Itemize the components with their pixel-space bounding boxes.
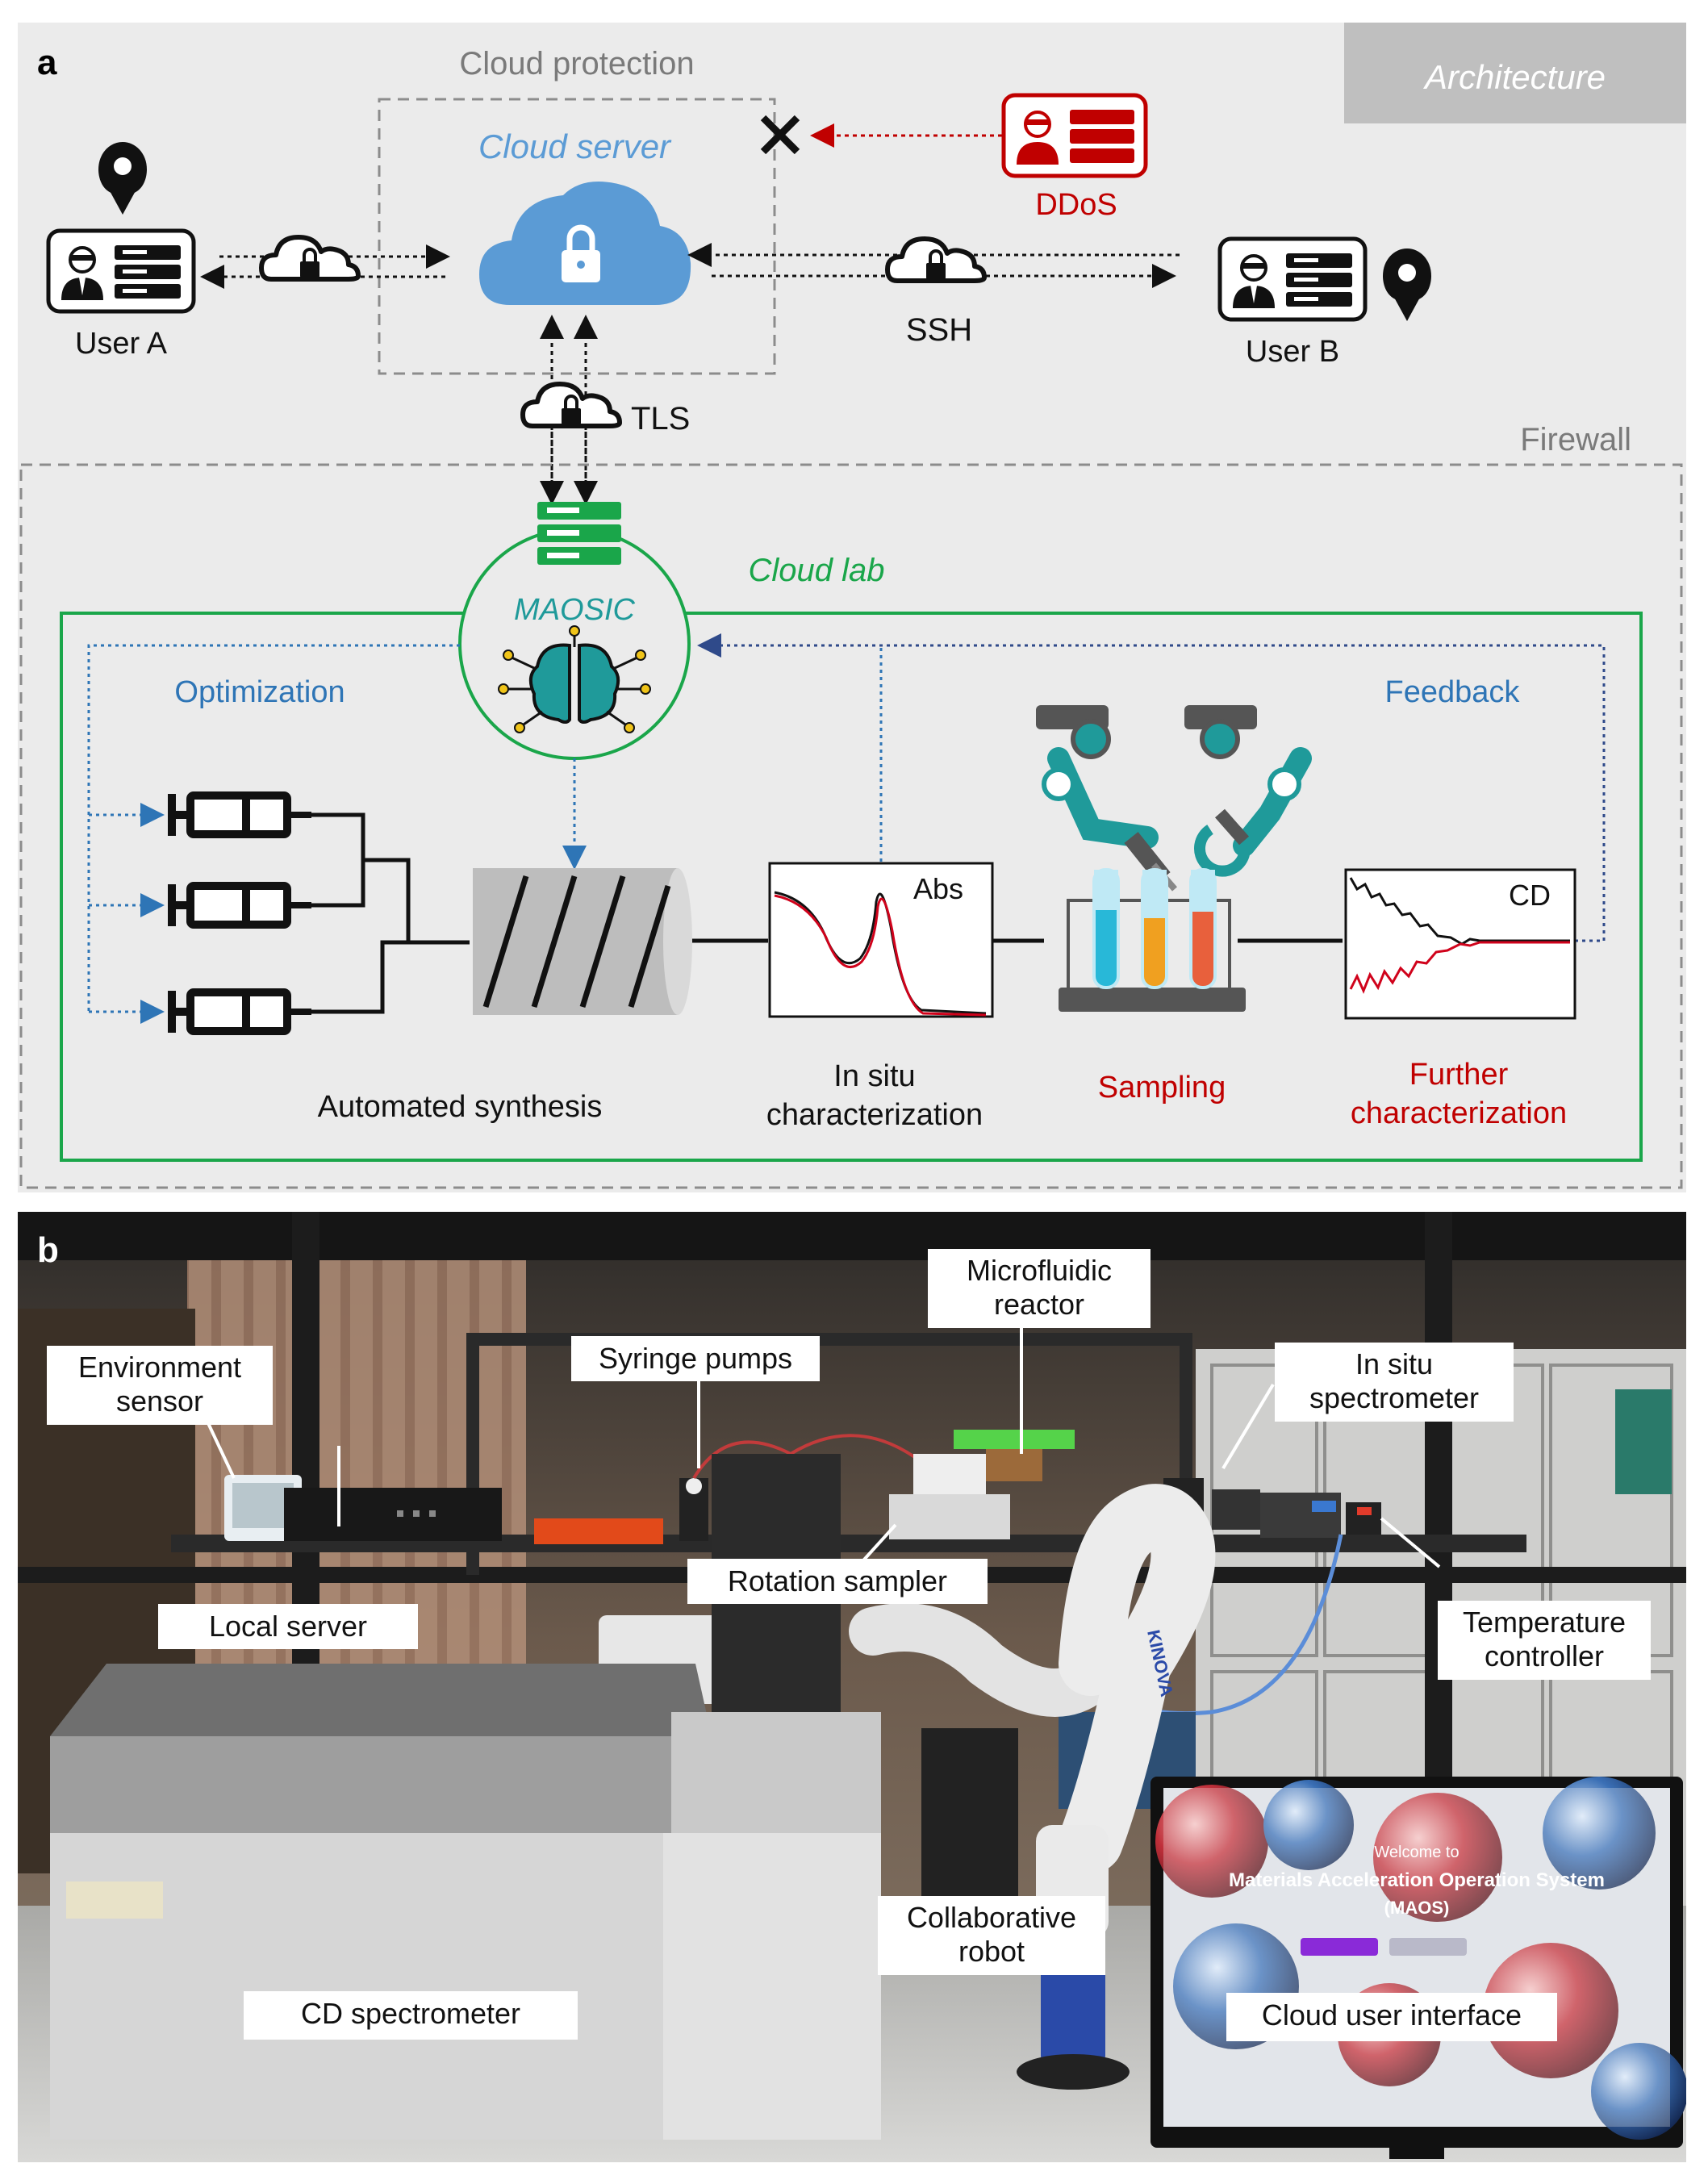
panel-a-letter: a — [37, 43, 57, 82]
tubing-lines — [311, 812, 1343, 1014]
optimization-path — [87, 644, 460, 1015]
syringe-pump-3-icon — [168, 989, 311, 1034]
in-situ-label-line1: In situ — [833, 1059, 915, 1093]
microfluidic-reactor-line1: Microfluidic — [966, 1254, 1113, 1287]
cd-spectrometer-label: CD spectrometer — [300, 1997, 521, 2030]
rotation-sampler-device — [889, 1454, 1010, 1539]
maosic-label: MAOSIC — [514, 593, 635, 627]
firewall-label: Firewall — [1520, 422, 1631, 457]
automated-synthesis-label: Automated synthesis — [318, 1090, 603, 1124]
collaborative-robot-line1: Collaborative — [906, 1901, 1077, 1934]
cloud-user-interface-callout: Cloud user interface — [1226, 1993, 1557, 2041]
microfluidic-reactor-icon — [473, 868, 692, 1015]
ssh-label: SSH — [906, 312, 972, 348]
cloud-lab-box — [60, 612, 1643, 1162]
blocked-x-icon — [760, 115, 800, 155]
further-label-line1: Further — [1409, 1058, 1509, 1092]
environment-sensor-line1: Environment — [77, 1351, 242, 1384]
cloud-user-interface-monitor: Welcome to Materials Acceleration Operat… — [1150, 1777, 1686, 2159]
further-label-line2: characterization — [1351, 1096, 1567, 1130]
rotation-sampler-label: Rotation sampler — [727, 1564, 948, 1597]
ssh-cloud-lock-icon — [887, 239, 984, 281]
ai-brain-icon — [498, 625, 651, 733]
local-server-callout: Local server — [158, 1604, 418, 1649]
feedback-path — [697, 633, 1606, 942]
user-a-label: User A — [75, 327, 168, 361]
tls-cloud-lock-icon — [523, 384, 620, 426]
panel-b-lab-photo: KINOVA Welcome to Materials Acceleration… — [18, 1212, 1686, 2162]
microfluidic-reactor-device — [954, 1430, 1075, 1481]
syringe-pumps-callout: Syringe pumps — [571, 1336, 820, 1381]
user-b-station-icon — [1220, 239, 1365, 319]
local-server-label: Local server — [208, 1610, 368, 1643]
user-a-location-pin-icon — [98, 142, 147, 215]
screen-abbr-text: (MAOS) — [1384, 1898, 1450, 1918]
collaborative-robot-callout: Collaborative robot — [878, 1896, 1105, 1975]
rotation-sampler-callout: Rotation sampler — [687, 1559, 988, 1604]
feedback-label: Feedback — [1385, 675, 1521, 709]
user-b-label: User B — [1246, 335, 1339, 369]
user-a-cloud-lock-icon — [261, 237, 358, 279]
optimization-label: Optimization — [174, 675, 345, 709]
abs-spectrum-plot: Abs — [768, 862, 994, 1018]
ddos-label: DDoS — [1035, 188, 1117, 222]
collaborative-robot-device: KINOVA — [849, 1484, 1216, 2090]
temperature-controller-callout: Temperature controller — [1438, 1601, 1651, 1680]
local-server-device — [284, 1488, 502, 1541]
temperature-controller-line1: Temperature — [1462, 1606, 1627, 1639]
ddos-attacker-icon — [1001, 93, 1148, 178]
temperature-controller-line2: controller — [1484, 1639, 1605, 1673]
environment-sensor-callout: Environment sensor — [47, 1346, 273, 1425]
abs-label: Abs — [913, 872, 963, 905]
orange-tube-rack — [534, 1518, 663, 1544]
cd-spectrum-plot: CD — [1344, 868, 1576, 1020]
cloud-protection-label: Cloud protection — [459, 46, 694, 81]
temperature-controller-device — [1260, 1493, 1381, 1538]
local-server-icon — [537, 502, 621, 565]
microfluidic-reactor-callout: Microfluidic reactor — [928, 1249, 1150, 1328]
microfluidic-reactor-line2: reactor — [993, 1288, 1085, 1321]
firewall-box — [19, 463, 1683, 1189]
environment-sensor-line2: sensor — [115, 1384, 204, 1418]
cloud-lab-label: Cloud lab — [748, 553, 884, 588]
tls-label: TLS — [631, 401, 690, 436]
cd-spectrometer-callout: CD spectrometer — [244, 1991, 578, 2040]
syringe-pump-1-icon — [168, 792, 311, 837]
cloud-server-label: Cloud server — [478, 127, 672, 165]
screen-welcome-text: Welcome to — [1374, 1844, 1459, 1861]
cloud-server-icon — [479, 182, 691, 305]
in-situ-label-line2: characterization — [766, 1098, 983, 1132]
in-situ-spectrometer-line2: spectrometer — [1309, 1381, 1480, 1414]
panel-a-architecture-diagram: a Architecture Cloud protection Cloud se… — [18, 23, 1686, 1192]
sampling-rack-icon — [1059, 868, 1246, 1012]
in-situ-spectrometer-callout: In situ spectrometer — [1275, 1343, 1514, 1422]
robot-arms-icon — [1036, 705, 1312, 892]
syringe-pump-2-icon — [168, 883, 311, 928]
cd-label: CD — [1509, 879, 1551, 912]
architecture-badge — [1344, 23, 1686, 123]
cloud-user-interface-label: Cloud user interface — [1261, 1998, 1522, 2032]
collaborative-robot-line2: robot — [958, 1935, 1025, 1968]
in-situ-spectrometer-line1: In situ — [1355, 1347, 1434, 1380]
syringe-pumps-label: Syringe pumps — [598, 1342, 793, 1375]
environment-sensor-device — [224, 1475, 302, 1541]
architecture-title: Architecture — [1422, 58, 1606, 96]
sampling-label: Sampling — [1098, 1071, 1226, 1105]
user-b-location-pin-icon — [1383, 248, 1431, 321]
screen-title-text: Materials Acceleration Operation System — [1229, 1869, 1605, 1891]
panel-b-letter: b — [37, 1230, 59, 1270]
user-a-station-icon — [48, 231, 194, 311]
